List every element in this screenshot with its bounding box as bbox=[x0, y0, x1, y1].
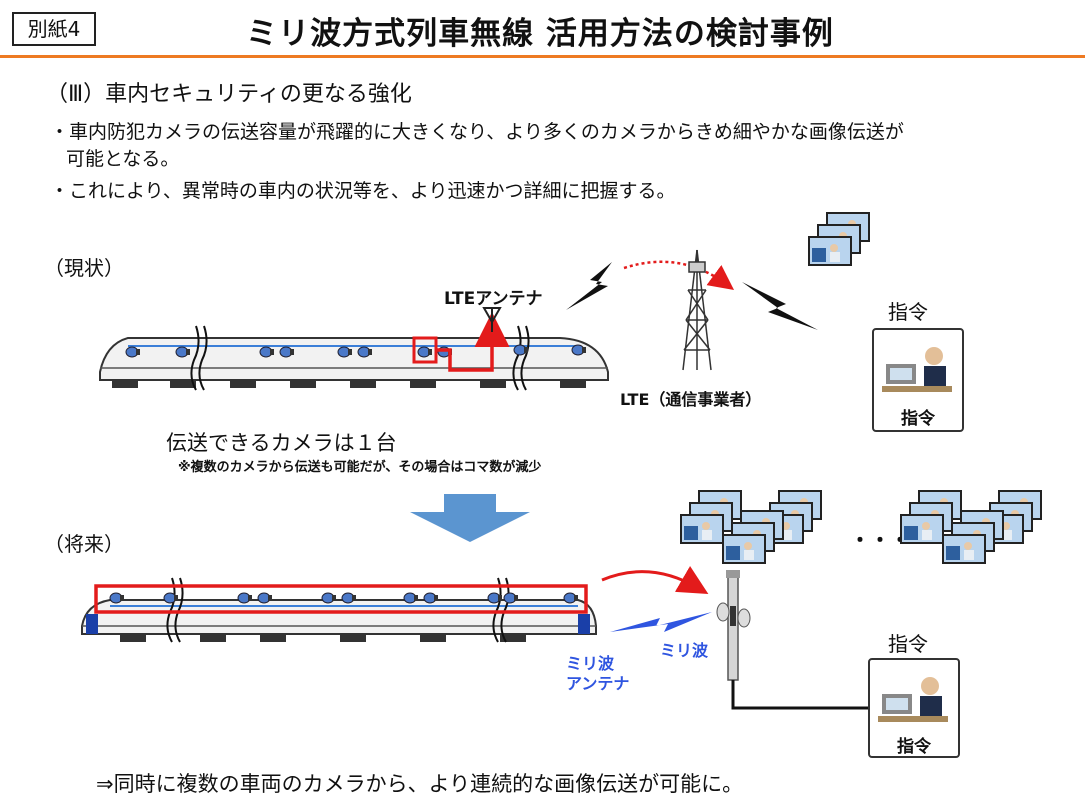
lte-operator-label: LTE（通信事業者） bbox=[620, 390, 762, 409]
wired-link-line bbox=[731, 680, 876, 710]
operator-icon bbox=[882, 347, 952, 392]
command-title-current: 指令 bbox=[888, 300, 928, 324]
future-train bbox=[81, 577, 597, 643]
command-center-current: 指令 bbox=[872, 328, 964, 432]
current-note: ※複数のカメラから伝送も可能だが、その場合はコマ数が減少 bbox=[178, 460, 542, 475]
mmwave-antenna-line-2: アンテナ bbox=[566, 674, 630, 693]
bullet-line-2: 可能となる。 bbox=[66, 148, 180, 170]
current-caption: 伝送できるカメラは１台 bbox=[166, 431, 397, 455]
future-label: （将来） bbox=[44, 532, 124, 556]
conclusion: ⇒同時に複数の車両のカメラから、より連続的な画像伝送が可能に。 bbox=[96, 772, 744, 796]
lightning-left-icon bbox=[566, 262, 612, 310]
current-train bbox=[99, 325, 609, 391]
dotted-red-arc bbox=[623, 260, 735, 290]
lte-antenna-icon bbox=[482, 307, 502, 332]
command-box-label-future: 指令 bbox=[897, 737, 931, 757]
red-curved-arrow bbox=[601, 565, 709, 595]
command-center-future: 指令 bbox=[868, 658, 960, 758]
all-cameras-highlight bbox=[94, 584, 588, 614]
appendix-tag: 別紙4 bbox=[12, 12, 96, 46]
lte-tower-icon bbox=[682, 249, 712, 371]
mmwave-antenna-pole-icon bbox=[716, 570, 751, 681]
bullet-line-3: ・これにより、異常時の車内の状況等を、より迅速かつ詳細に把握する。 bbox=[50, 180, 676, 202]
command-title-future: 指令 bbox=[888, 632, 928, 656]
lightning-right-icon bbox=[742, 282, 818, 330]
section-heading: （Ⅲ）車内セキュリティの更なる強化 bbox=[46, 82, 412, 107]
operator-icon-future bbox=[878, 677, 948, 722]
lte-antenna-label: LTEアンテナ bbox=[444, 289, 543, 309]
down-arrow-icon bbox=[410, 494, 530, 542]
monitor-stack-current bbox=[808, 212, 870, 266]
mmwave-label: ミリ波 bbox=[660, 641, 709, 660]
page-title: ミリ波方式列車無線 活用方法の検討事例 bbox=[246, 16, 834, 52]
mmwave-lightning-icon bbox=[610, 612, 712, 632]
bullet-line-1: ・車内防犯カメラの伝送容量が飛躍的に大きくなり、より多くのカメラからきめ細やかな… bbox=[50, 121, 904, 143]
header-rule bbox=[0, 55, 1085, 58]
current-label: （現状） bbox=[44, 256, 124, 280]
mmwave-antenna-label: ミリ波 アンテナ bbox=[566, 654, 629, 694]
red-transmission-path bbox=[436, 312, 510, 372]
mmwave-antenna-line-1: ミリ波 bbox=[566, 654, 615, 673]
command-box-label-current: 指令 bbox=[901, 409, 935, 429]
